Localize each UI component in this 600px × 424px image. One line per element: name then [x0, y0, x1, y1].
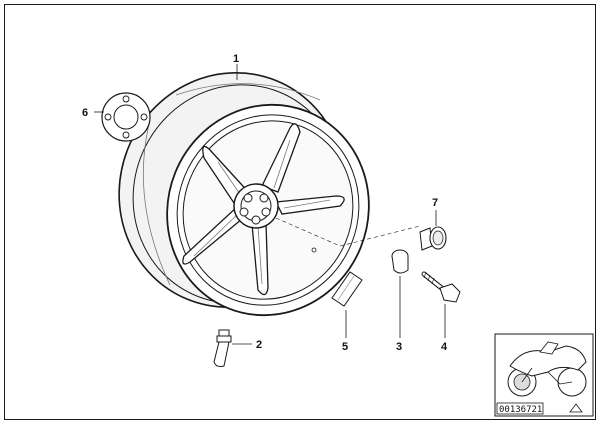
callout-4[interactable]: 4 [441, 341, 448, 353]
balance-weight [331, 271, 363, 307]
callout-2[interactable]: 2 [256, 339, 262, 351]
callout-7[interactable]: 7 [432, 197, 438, 209]
hub-cap [419, 226, 447, 251]
callout-3[interactable]: 3 [396, 341, 402, 353]
bushing [391, 249, 409, 274]
wheel-bolt [421, 271, 461, 303]
callout-5[interactable]: 5 [342, 341, 348, 353]
tire-valve [213, 329, 232, 367]
diagram-frame [4, 4, 596, 420]
spacer-ring [101, 92, 151, 142]
motorcycle-thumbnail [494, 333, 594, 417]
callout-6[interactable]: 6 [82, 107, 88, 119]
assembly-line [275, 217, 341, 247]
reference-id-box [496, 402, 544, 415]
rear-wheel-rim [118, 72, 370, 317]
callout-1[interactable]: 1 [233, 53, 239, 65]
reference-id: 00136721 [499, 405, 542, 415]
